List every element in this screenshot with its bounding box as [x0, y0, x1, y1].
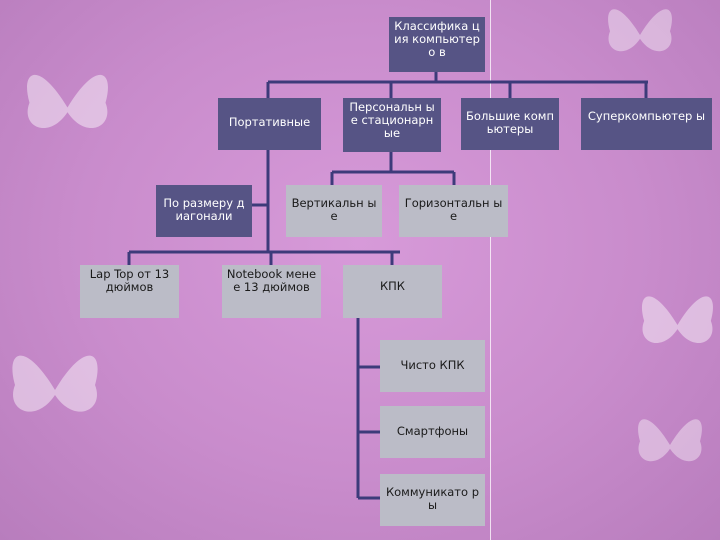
personal-node: Персональн ые стационарн ые — [343, 98, 441, 152]
portable-node: Портативные — [218, 98, 321, 150]
butterfly-icon — [12, 355, 98, 412]
laptop-node: Lap Top от 13 дюймов — [80, 265, 179, 318]
butterfly-icon — [638, 419, 702, 462]
communicators-node: Коммуникато ры — [380, 474, 485, 526]
butterfly-icon — [641, 296, 714, 344]
supercomputers-node: Суперкомпьютер ы — [581, 98, 712, 150]
pure-pda-node: Чисто КПК — [380, 340, 485, 392]
large-computers-node: Большие компьютеры — [461, 98, 559, 150]
root-node: Классифика ция компьютеро в — [389, 17, 485, 72]
vertical-node: Вертикальн ые — [286, 185, 382, 237]
horizontal-node: Горизонтальн ые — [399, 185, 508, 237]
notebook-node: Notebook менее 13 дюймов — [222, 265, 321, 318]
pda-node: КПК — [343, 265, 442, 318]
butterfly-icon — [608, 9, 672, 52]
butterfly-icon — [27, 74, 108, 129]
by-diagonal-node: По размеру диагонали — [156, 185, 252, 237]
slide-divider-line — [490, 0, 491, 540]
smartphones-node: Смартфоны — [380, 406, 485, 458]
